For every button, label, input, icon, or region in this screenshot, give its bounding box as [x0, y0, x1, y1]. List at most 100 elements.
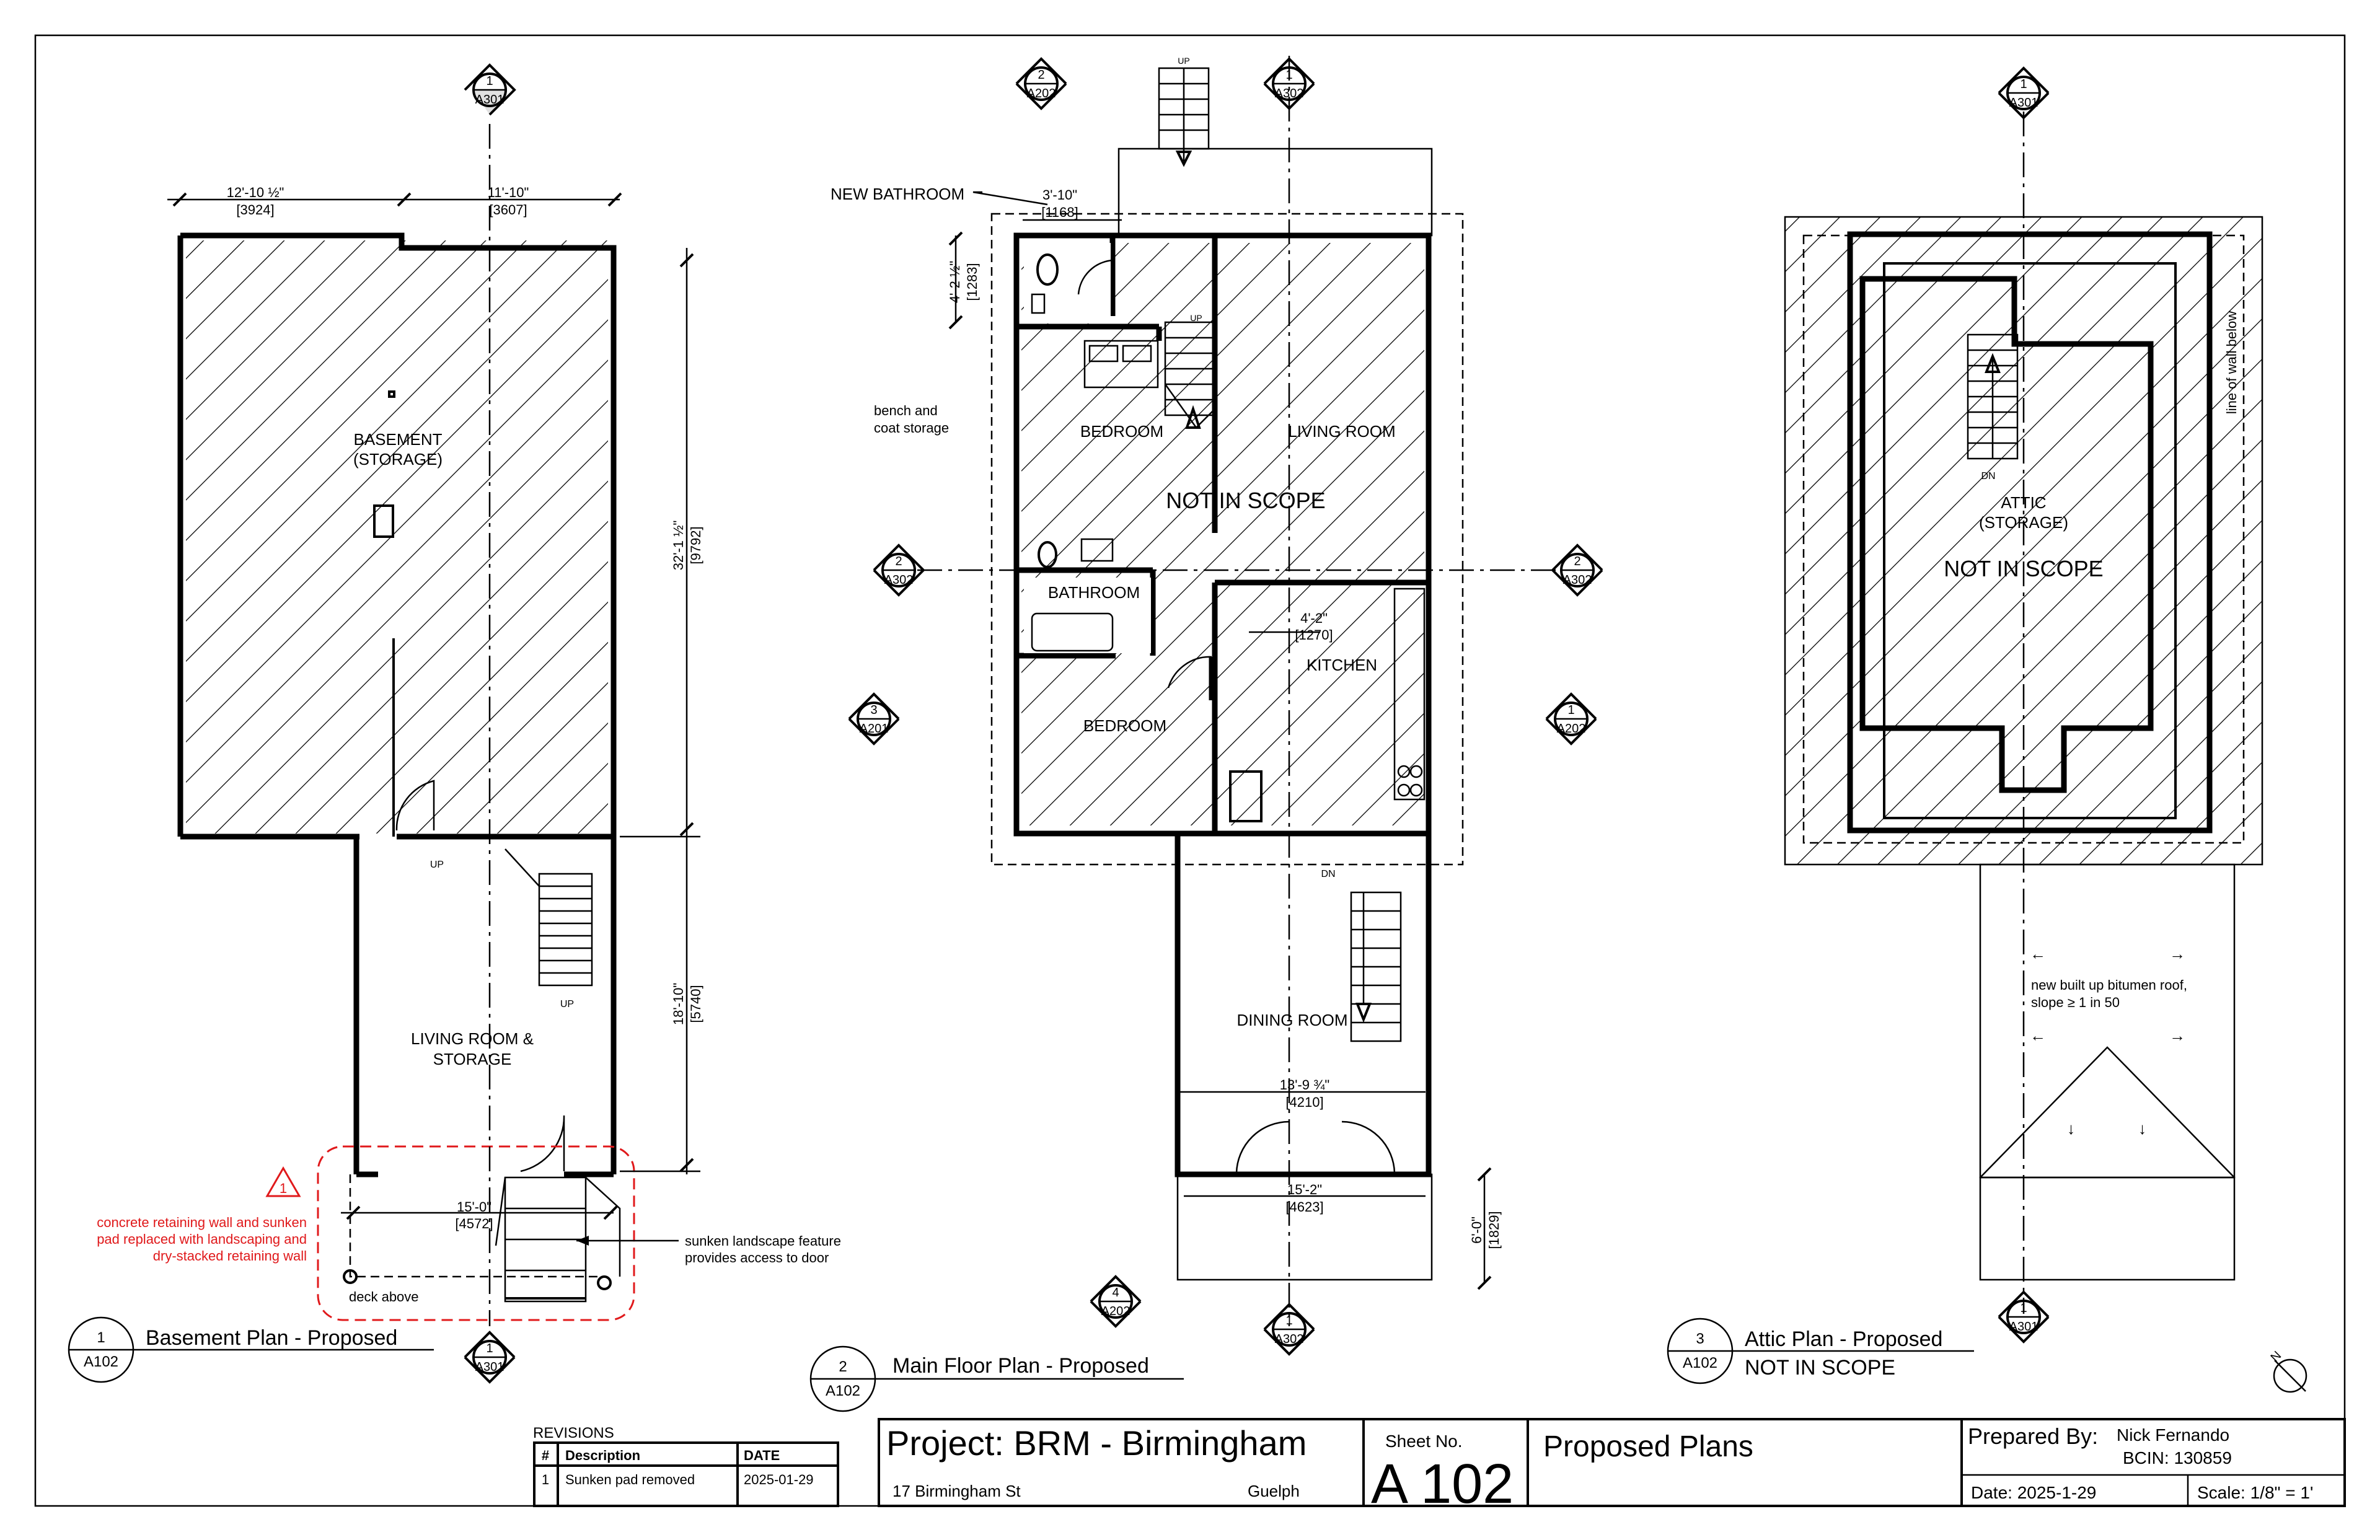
bed-icon	[1083, 340, 1159, 389]
svg-text:DN: DN	[1321, 869, 1335, 879]
svg-text:Date: 2025-1-29: Date: 2025-1-29	[1971, 1483, 2096, 1502]
svg-text:[1829]: [1829]	[1486, 1211, 1502, 1249]
view-title-main: 2 A102 Main Floor Plan - Proposed	[809, 1345, 1184, 1412]
svg-text:32'-1 ½": 32'-1 ½"	[671, 521, 686, 571]
svg-text:REVISIONS: REVISIONS	[533, 1425, 614, 1441]
chimney	[373, 504, 394, 538]
svg-text:Sunken pad removed: Sunken pad removed	[565, 1472, 695, 1487]
svg-text:3: 3	[870, 703, 877, 717]
section-marker	[848, 692, 900, 746]
svg-text:A302: A302	[1563, 573, 1592, 587]
svg-text:[3607]: [3607]	[489, 202, 527, 218]
svg-text:UP: UP	[560, 999, 574, 1010]
rear-deck	[1117, 147, 1433, 237]
attic-stair	[1967, 333, 2019, 460]
svg-text:A301: A301	[2009, 96, 2038, 110]
svg-text:A301: A301	[475, 93, 505, 107]
basement-stair	[505, 848, 593, 987]
svg-text:BEDROOM: BEDROOM	[1083, 716, 1166, 735]
svg-text:18'-10": 18'-10"	[671, 983, 686, 1025]
roof-below	[1979, 863, 2236, 1179]
basement-plan: 1	[167, 124, 700, 1326]
svg-text:1: 1	[1567, 703, 1574, 717]
svg-text:A102: A102	[84, 1353, 118, 1370]
svg-text:↓: ↓	[2067, 1119, 2075, 1138]
title-block: Project: BRM - Birmingham 17 Birmingham …	[878, 1418, 2346, 1515]
svg-text:12'-10 ½": 12'-10 ½"	[227, 185, 284, 200]
svg-text:A302: A302	[1275, 87, 1304, 100]
svg-text:A301: A301	[2009, 1320, 2038, 1334]
svg-text:Sheet No.: Sheet No.	[1385, 1432, 1463, 1451]
sunken-steps	[495, 1176, 621, 1303]
svg-text:11'-10": 11'-10"	[488, 185, 529, 200]
kitchen-counter	[1393, 587, 1426, 801]
project-title: Project: BRM - Birmingham	[886, 1423, 1307, 1463]
svg-text:2025-01-29: 2025-01-29	[744, 1472, 814, 1487]
svg-text:#: #	[542, 1448, 549, 1463]
new-bathroom-fill	[1024, 243, 1111, 323]
svg-text:Scale: 1/8" = 1': Scale: 1/8" = 1'	[2197, 1483, 2313, 1502]
section-marker	[1998, 1290, 2050, 1344]
svg-text:UP: UP	[430, 860, 444, 870]
fridge-icon	[1229, 770, 1263, 822]
view-title-text: Basement Plan - Proposed	[146, 1326, 397, 1350]
svg-text:15'-0": 15'-0"	[457, 1199, 491, 1215]
svg-text:pad replaced with landscaping: pad replaced with landscaping and	[97, 1231, 307, 1247]
svg-text:1: 1	[1285, 1314, 1292, 1327]
basement-dimensions	[167, 192, 700, 1220]
section-marker	[1551, 543, 1603, 597]
main-top-stair	[1164, 321, 1216, 429]
attic-labels: ATTIC (STORAGE) NOT IN SCOPE DN line of …	[1944, 311, 2239, 1010]
svg-text:←: ←	[2030, 1026, 2046, 1045]
svg-text:[4210]: [4210]	[1285, 1094, 1323, 1110]
section-marker	[464, 1331, 516, 1384]
svg-text:STORAGE: STORAGE	[433, 1050, 512, 1068]
svg-text:coat storage: coat storage	[874, 420, 949, 436]
svg-text:15'-2": 15'-2"	[1287, 1182, 1322, 1197]
main-down-stair	[1350, 891, 1402, 1042]
svg-text:UP: UP	[1178, 56, 1189, 66]
svg-text:DN: DN	[1981, 471, 1995, 482]
svg-text:2: 2	[1038, 68, 1044, 82]
svg-text:A202: A202	[1101, 1305, 1130, 1318]
north-arrow: N	[2268, 1349, 2307, 1393]
svg-text:[5740]: [5740]	[688, 985, 703, 1023]
revisions-table: REVISIONS # Description DATE 1 Sunken pa…	[533, 1425, 839, 1507]
svg-text:1: 1	[486, 74, 493, 88]
toilet-icon	[1036, 253, 1059, 286]
svg-text:bench and: bench and	[874, 403, 938, 418]
main-hatch	[1021, 243, 1424, 825]
svg-text:DINING ROOM: DINING ROOM	[1236, 1011, 1347, 1029]
section-marker	[1263, 1303, 1315, 1356]
svg-text:2: 2	[1574, 555, 1580, 568]
new-bathroom-label: NEW BATHROOM	[831, 185, 964, 203]
svg-text:1: 1	[2020, 1301, 2027, 1315]
svg-text:←: ←	[2030, 944, 2046, 963]
attic-not-in-scope-label: NOT IN SCOPE	[1944, 556, 2103, 581]
svg-text:4'-2": 4'-2"	[1300, 610, 1328, 626]
attic-outer-wall	[1847, 231, 2213, 834]
revision-note: concrete retaining wall and sunken	[97, 1215, 307, 1230]
svg-text:dry-stacked retaining wall: dry-stacked retaining wall	[153, 1248, 307, 1264]
svg-text:BATHROOM: BATHROOM	[1048, 583, 1140, 602]
living-storage-walls	[353, 837, 617, 1177]
svg-text:[3924]: [3924]	[236, 202, 274, 218]
section-marker	[1263, 57, 1315, 110]
section-marker	[1015, 57, 1067, 110]
section-markers	[464, 57, 2050, 1384]
basement-labels: BASEMENT (STORAGE) LIVING ROOM & STORAGE…	[97, 185, 841, 1305]
view-title-attic: 3 A102 Attic Plan - Proposed NOT IN SCOP…	[1667, 1318, 1974, 1384]
section-marker	[1998, 66, 2050, 120]
svg-text:UP: UP	[1190, 313, 1202, 323]
svg-text:1: 1	[486, 1342, 493, 1355]
svg-text:→: →	[2169, 944, 2185, 963]
svg-text:Guelph: Guelph	[1248, 1482, 1300, 1500]
svg-text:A202: A202	[1557, 722, 1586, 736]
svg-text:A102: A102	[1683, 1355, 1717, 1371]
svg-text:2: 2	[839, 1358, 847, 1375]
sheet-number: A 102	[1371, 1453, 1514, 1515]
svg-text:line of wall below: line of wall below	[2224, 311, 2239, 414]
revision-cloud	[317, 1145, 635, 1321]
